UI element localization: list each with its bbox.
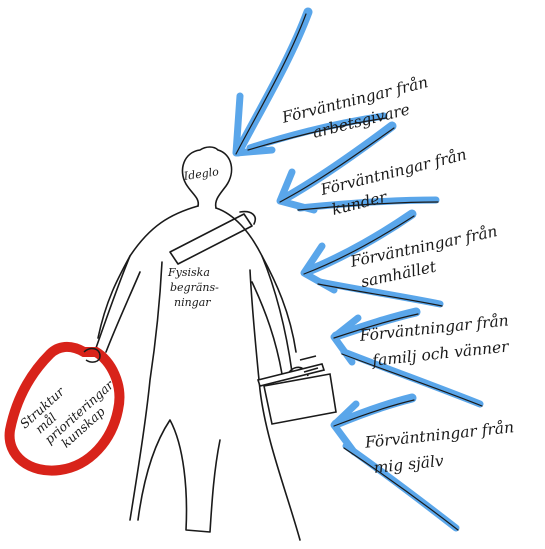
arrow-label-myself-line2: mig själv — [373, 452, 445, 477]
briefcase — [258, 356, 336, 424]
arrow-label-employer: Förväntningar från arbetsgivare — [279, 73, 435, 148]
arrow-label-myself: Förväntningar från mig själv — [363, 418, 517, 478]
arrow-label-society: Förväntningar från samhället — [348, 222, 504, 292]
arrow-label-myself-line1: Förväntningar från — [363, 418, 515, 452]
right-arm — [252, 256, 292, 374]
head-label: Ideglo — [182, 165, 220, 183]
arrow-employer — [236, 12, 386, 154]
knowledge-bag — [10, 347, 120, 471]
person-figure — [96, 147, 300, 540]
arrow-label-family-line2: familj och vänner — [370, 337, 510, 369]
body-label-1: Fysiska — [167, 266, 210, 279]
body-label-3: ningar — [174, 296, 211, 309]
arrow-label-customers: Förväntningar från kunder — [318, 145, 474, 220]
torso — [98, 206, 300, 540]
arrow-label-customers-line1: Förväntningar från — [318, 145, 469, 199]
left-arm — [96, 256, 140, 352]
shoulder-strap — [170, 214, 252, 264]
body-label-2: begräns- — [170, 281, 219, 294]
